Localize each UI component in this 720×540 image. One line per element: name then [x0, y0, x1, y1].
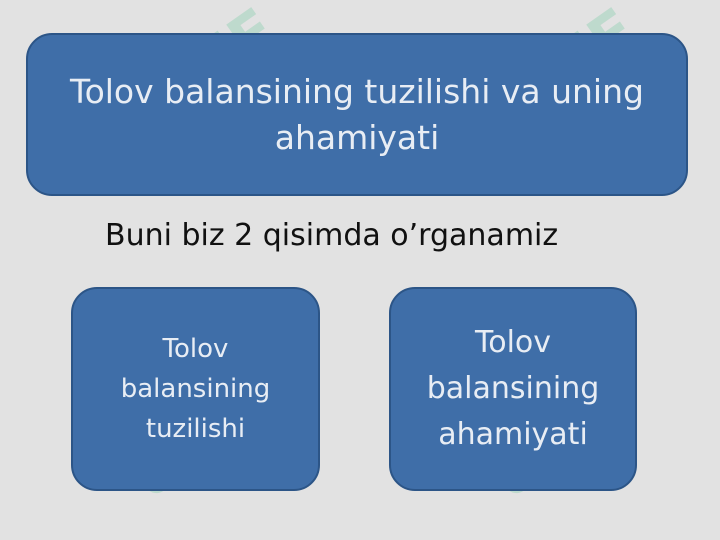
right-topic-box: Tolov balansining ahamiyati — [389, 287, 637, 491]
left-topic-label: Tolov balansining tuzilishi — [120, 334, 271, 444]
title-box: Tolov balansining tuzilishi va uning aha… — [26, 33, 688, 196]
slide-subtitle: Buni biz 2 qisimda o’rganamiz — [105, 218, 559, 253]
right-topic-label: Tolov balansining ahamiyati — [426, 325, 600, 452]
slide-title: Tolov balansining tuzilishi va uning aha… — [70, 71, 644, 157]
left-topic-box: Tolov balansining tuzilishi — [71, 287, 320, 491]
